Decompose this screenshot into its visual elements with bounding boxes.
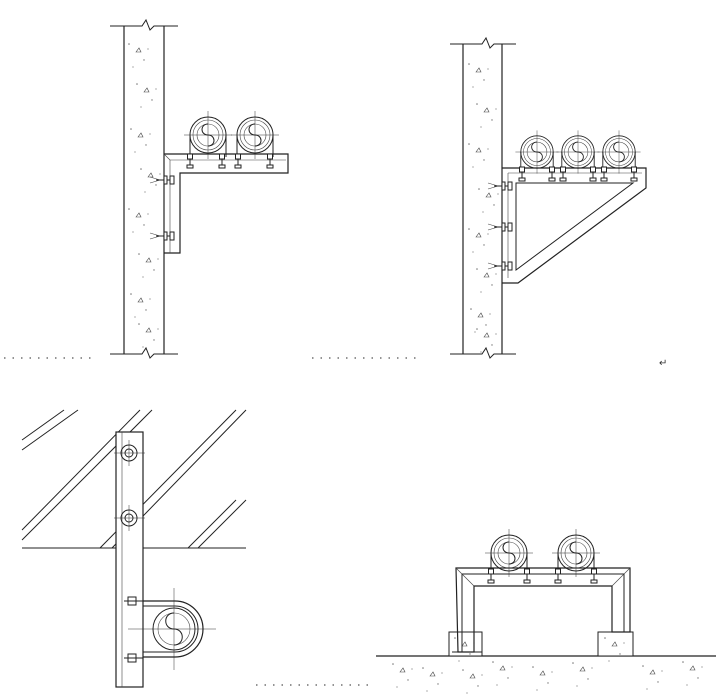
anchor-bolt	[149, 175, 175, 185]
angle-bracket	[163, 153, 289, 254]
bolt	[114, 440, 145, 466]
ground-slab	[376, 655, 716, 695]
bolt	[114, 505, 145, 531]
footing	[597, 631, 634, 663]
triangular-bracket	[502, 167, 647, 284]
view-wall-angle-bracket	[110, 18, 289, 359]
concrete-wall	[110, 18, 178, 359]
anchor-bolt	[487, 261, 513, 271]
pipe-clamp	[230, 110, 280, 160]
concrete-wall	[450, 36, 516, 359]
footing	[448, 631, 483, 663]
anchor-bolt	[487, 181, 513, 191]
dotted-separator	[4, 357, 420, 686]
anchor-bolt	[487, 222, 513, 232]
view-stair-column-clamp	[21, 409, 247, 688]
paragraph-return-mark: ↵	[659, 358, 667, 369]
view-floor-portal-frame	[376, 528, 716, 695]
anchor-bolt	[149, 231, 175, 241]
portal-frame	[452, 567, 631, 653]
steel-plate	[115, 431, 144, 688]
pipe-clamp	[124, 588, 216, 670]
view-wall-triangular-bracket	[450, 36, 647, 359]
pipe-clamp	[183, 110, 233, 160]
